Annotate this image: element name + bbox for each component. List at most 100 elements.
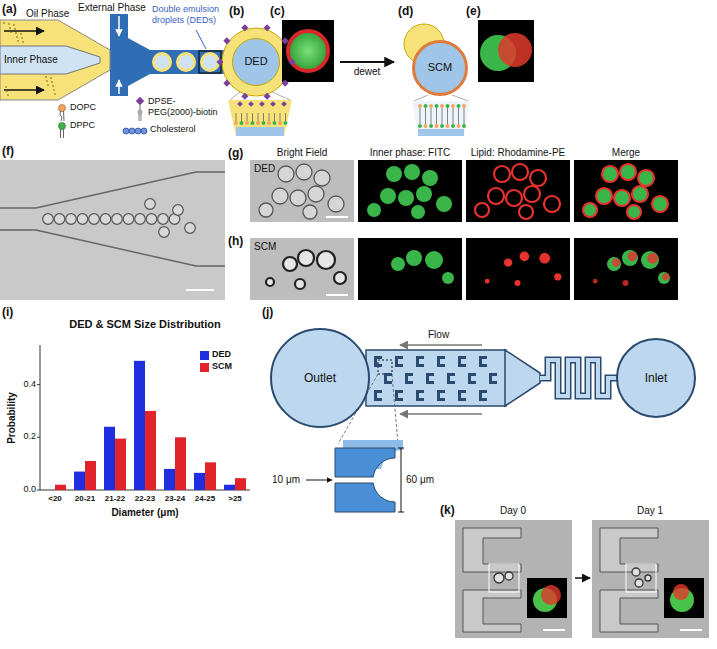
panel-letter: (h) (228, 234, 243, 248)
oil-particle (51, 81, 53, 83)
text-label: Inner phase: FITC (370, 147, 451, 159)
serpentine-channel (540, 360, 622, 396)
biotin-marker (216, 58, 223, 65)
inner-phase-capillary (0, 46, 100, 74)
biotin-marker (288, 58, 295, 65)
biotin-marker (282, 80, 289, 87)
lipid-tail (442, 108, 443, 124)
cholesterol-icon (141, 128, 147, 134)
legend-text: Cholesterol (150, 124, 196, 135)
lipid-head (435, 124, 439, 128)
droplet (100, 214, 111, 225)
trap (374, 390, 382, 401)
biotin-marker (264, 93, 271, 100)
dimension-arrow (306, 480, 332, 481)
histogram-bar (145, 411, 156, 490)
inner-fluorescence (406, 250, 422, 266)
lipid-fluorescence (554, 273, 561, 280)
merged-fluorescence (628, 252, 638, 262)
time-arrow (575, 577, 590, 579)
lipid-tail (274, 113, 275, 121)
trap (416, 356, 424, 367)
trap (468, 373, 476, 384)
lipid-head (251, 121, 255, 125)
fluorescence-image (282, 20, 334, 82)
dpse-icon (136, 97, 144, 105)
fluorescence-image (478, 20, 534, 82)
panel-background (466, 238, 570, 300)
text-label: DED & SCM Size Distribution (69, 318, 221, 331)
oil-particle (53, 89, 55, 91)
droplet (158, 214, 169, 225)
trap (384, 373, 392, 384)
droplet (43, 214, 54, 225)
merged-fluorescence (614, 190, 630, 206)
flow-arrow (118, 16, 120, 36)
lipid-tail (447, 108, 448, 124)
merged-fluorescence (647, 253, 658, 264)
lipid-head (240, 121, 244, 125)
external-phase-channel (110, 14, 128, 96)
legend-text: DED (212, 349, 231, 360)
lipid-head (462, 124, 466, 128)
droplet (77, 214, 88, 225)
droplet (154, 54, 171, 71)
droplet (314, 170, 330, 186)
droplet (54, 214, 65, 225)
inner-fluorescence (386, 166, 402, 182)
trap (463, 590, 521, 632)
histogram-bar (194, 473, 205, 490)
lipid-head (245, 121, 249, 125)
panel-background (250, 238, 354, 300)
text-label: 60 μm (406, 474, 434, 486)
trap (479, 390, 487, 401)
droplet (66, 214, 77, 225)
legend-text: DOPC (70, 102, 96, 113)
scale-bar (186, 289, 214, 291)
trap (426, 373, 434, 384)
lipid-head (446, 124, 450, 128)
flow-arrow (4, 89, 44, 91)
scale-bar (680, 629, 702, 631)
panel-letter: (f) (2, 144, 14, 158)
zoom-box (626, 564, 656, 592)
merged-fluorescence (593, 279, 598, 284)
inner-fluorescence (422, 170, 438, 186)
membrane-zoom (236, 127, 284, 136)
flow-arrow (4, 30, 44, 32)
droplet (328, 196, 344, 212)
text-label: 10 μm (272, 474, 300, 486)
oil-particle (50, 77, 52, 79)
panel-background (358, 160, 462, 222)
oil-particle (22, 41, 24, 43)
node-circle (271, 329, 369, 427)
inner-fluorescence (425, 251, 443, 269)
trap (458, 356, 466, 367)
trap (374, 356, 382, 367)
text-label: Merge (612, 147, 640, 159)
legend-text: SCM (212, 361, 232, 372)
lipid-head (267, 121, 271, 125)
lipid-head (440, 124, 444, 128)
panel-background (455, 520, 572, 638)
droplet (266, 278, 274, 286)
biotin-marker (259, 101, 265, 107)
lipid-fluorescence (506, 190, 522, 206)
inner-fluorescence (367, 203, 381, 217)
inner-fluorescence (436, 196, 452, 212)
lipid-head (451, 104, 455, 108)
membrane-zoom (228, 100, 292, 136)
lipid-head (418, 124, 422, 128)
panel-letter: (a) (2, 2, 17, 16)
microscopy-panel (358, 160, 462, 222)
biotin-marker (264, 24, 271, 31)
merged-fluorescence (596, 188, 612, 204)
oil-particle (52, 85, 54, 87)
channel-taper (505, 350, 540, 406)
text-label: >25 (228, 494, 242, 504)
text-label: 24-25 (195, 494, 215, 504)
droplet (185, 223, 196, 234)
legend-text: DPPC (70, 120, 95, 131)
membrane-vesicle: SCM (412, 40, 468, 96)
